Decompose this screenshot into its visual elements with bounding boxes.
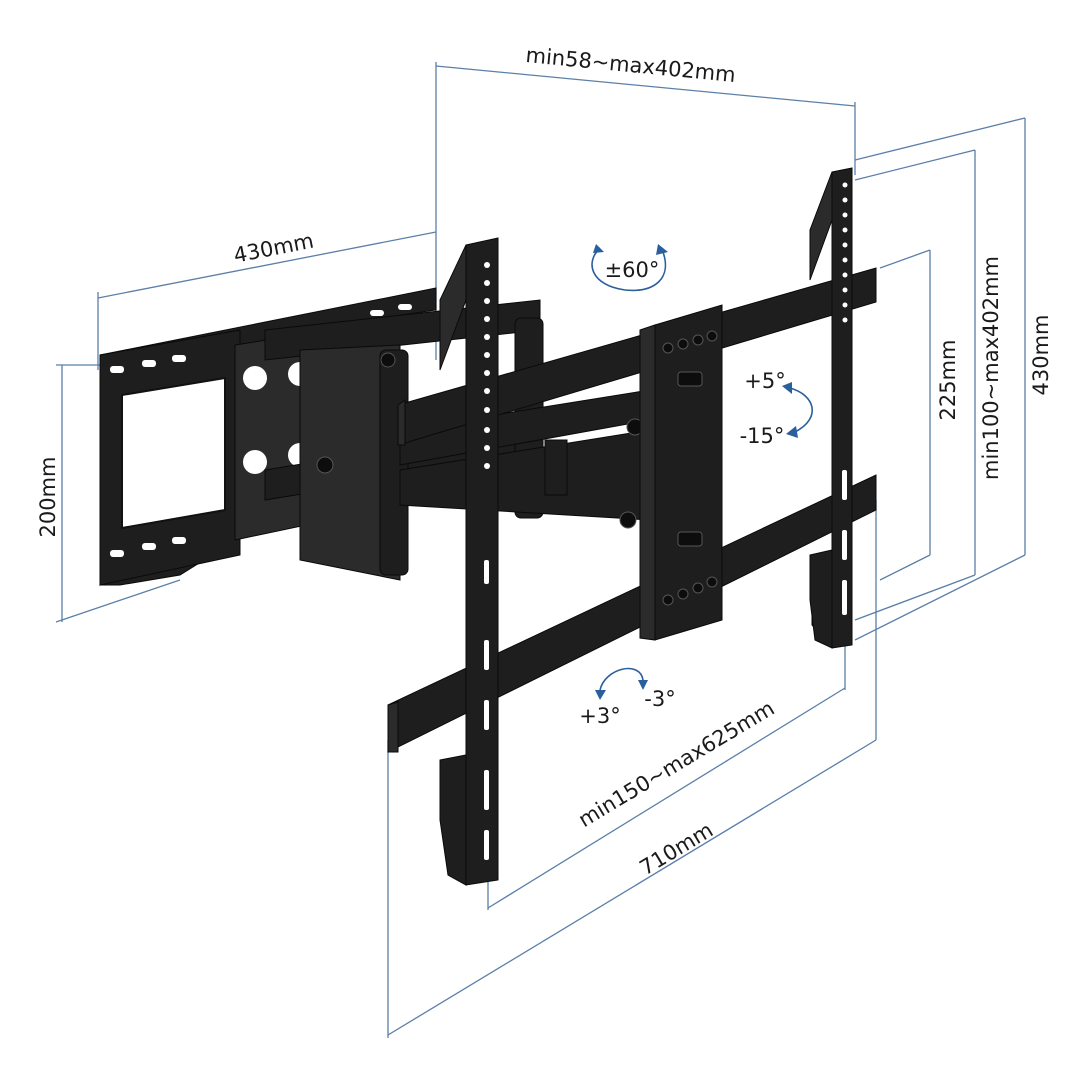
- dim-extension-line: [854, 149, 976, 181]
- vesa-arm-left: [439, 237, 499, 886]
- tilt-plate-bolts: [662, 330, 718, 606]
- label-plate-height: 200mm: [36, 457, 60, 538]
- dimension-lines: [55, 62, 1026, 1038]
- label-swivel-angle: ±60°: [605, 258, 660, 282]
- dim-line-vesa-top: [435, 65, 856, 107]
- dim-extension-line: [879, 249, 931, 269]
- dim-line-vesa-bottom: [487, 687, 846, 909]
- label-arm-height-outer: 430mm: [1029, 315, 1053, 396]
- vesa-arm-left-holes: [484, 262, 490, 860]
- label-vesa-horizontal-top: min58~max402mm: [525, 43, 737, 87]
- tilt-arrow: [782, 382, 814, 438]
- dim-extension-line: [55, 579, 181, 623]
- vesa-arm-right: [809, 167, 853, 649]
- dim-extension-line: [879, 554, 931, 581]
- label-level-plus: +3°: [579, 704, 620, 728]
- wall-plate-slots: [110, 304, 412, 557]
- label-level-minus: -3°: [644, 687, 675, 711]
- label-tilt-down: -15°: [740, 424, 785, 448]
- label-tilt-up: +5°: [744, 369, 785, 393]
- swivel-arrow: [591, 244, 668, 292]
- articulating-arms: [264, 299, 651, 581]
- level-arrow: [595, 667, 648, 700]
- dim-extension-line: [854, 574, 976, 621]
- wall-plate: [99, 287, 437, 587]
- tilt-plate: [639, 304, 723, 641]
- vesa-arm-right-holes: [842, 182, 848, 615]
- dim-extension-line: [854, 117, 1026, 161]
- label-vesa-vertical: min100~max402mm: [979, 256, 1003, 480]
- dim-extension-line: [854, 554, 1026, 641]
- wall-plate-window: [121, 376, 226, 530]
- label-plate-width: 430mm: [232, 229, 316, 268]
- label-arm-height-inner: 225mm: [936, 340, 960, 421]
- dim-line-overall: [387, 739, 877, 1036]
- label-overall-width: 710mm: [635, 818, 717, 880]
- dim-line-plate-width: [97, 231, 437, 299]
